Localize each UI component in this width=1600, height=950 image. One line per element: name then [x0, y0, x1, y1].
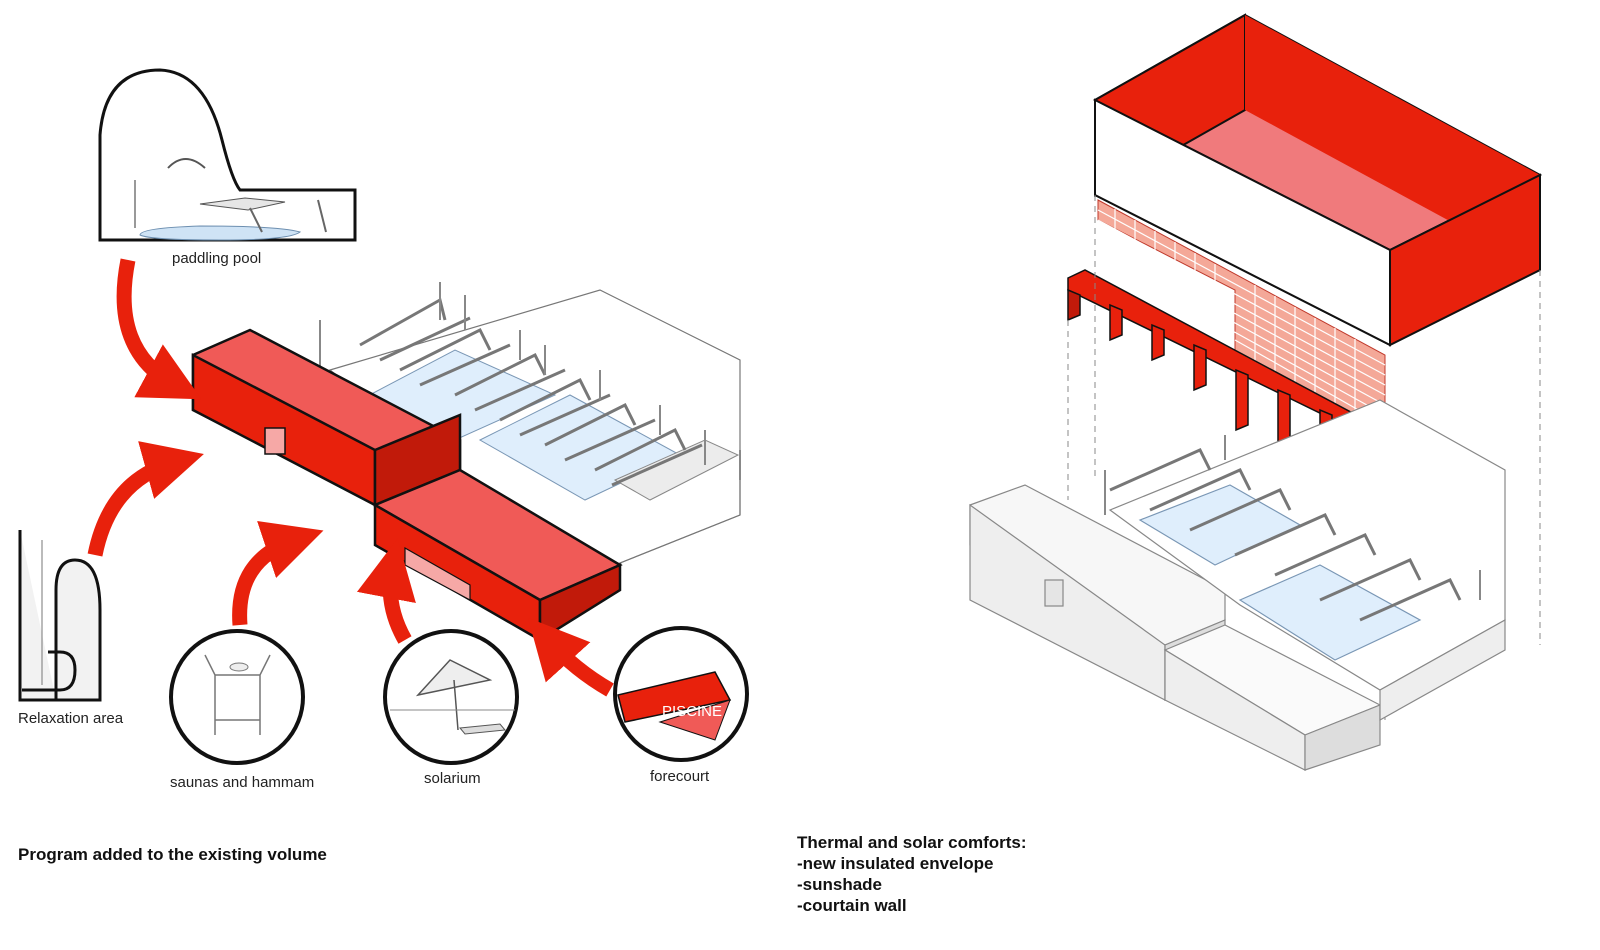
saunas-vignette: [169, 629, 305, 765]
right-caption-line-4: -courtain wall: [797, 896, 907, 915]
paddling-pool-sketch: [98, 68, 357, 242]
relaxation-area-label: Relaxation area: [18, 710, 124, 727]
saunas-label: saunas and hammam: [170, 774, 314, 791]
right-caption-line-3: -sunshade: [797, 875, 882, 894]
piscine-sign: PISCINE: [662, 703, 722, 720]
arrow-relaxation: [87, 441, 204, 557]
right-panel: Thermal and solar comforts: -new insulat…: [797, 13, 1543, 915]
existing-building: [969, 399, 1506, 771]
left-caption: Program added to the existing volume: [18, 845, 327, 864]
program-arrows: [87, 258, 614, 697]
existing-pool-hall: [319, 282, 741, 566]
red-program-volume: [191, 328, 623, 643]
relaxation-area-sketch: [18, 530, 102, 702]
solarium-label: solarium: [424, 770, 481, 787]
left-panel: paddling pool Relaxation area: [18, 68, 749, 864]
right-caption-line-1: Thermal and solar comforts:: [797, 833, 1027, 852]
forecourt-label: forecourt: [650, 768, 710, 785]
right-caption-line-2: -new insulated envelope: [797, 854, 994, 873]
curtain-wall: [1097, 199, 1386, 436]
solarium-vignette: [383, 629, 519, 765]
arrow-saunas: [232, 521, 324, 626]
arrow-solarium: [356, 538, 416, 644]
forecourt-vignette: PISCINE: [613, 626, 749, 762]
right-caption: Thermal and solar comforts: -new insulat…: [797, 833, 1027, 915]
arrow-forecourt: [527, 617, 614, 697]
paddling-pool-label: paddling pool: [172, 250, 261, 267]
insulated-envelope: [1092, 13, 1543, 347]
arrow-paddling-pool: [116, 258, 202, 400]
